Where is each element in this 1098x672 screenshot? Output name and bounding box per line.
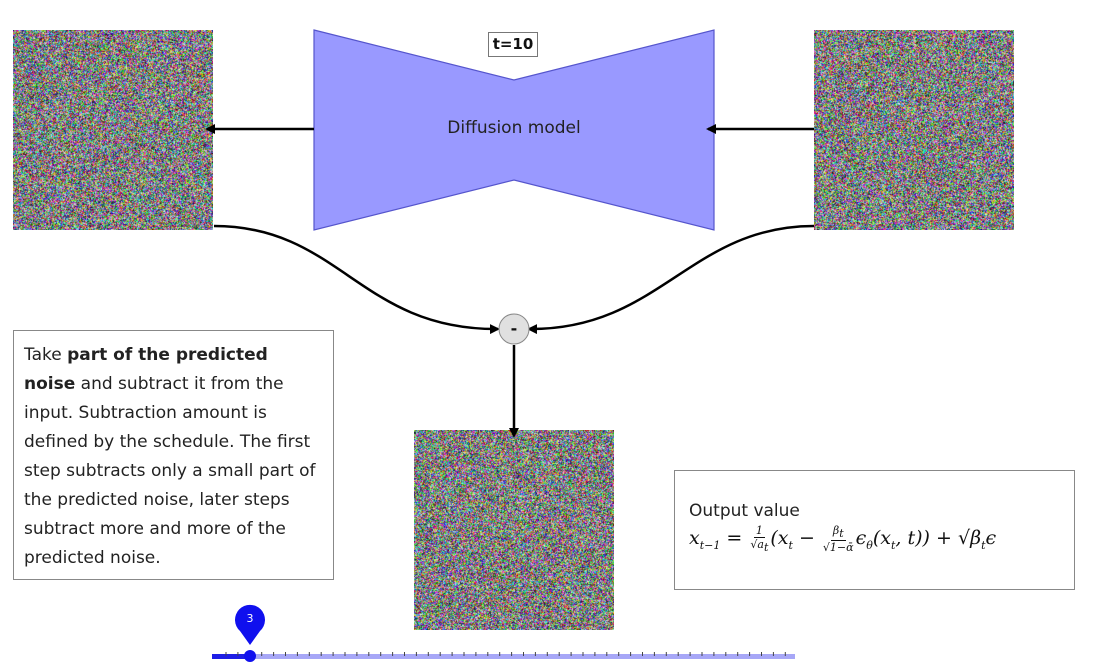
predicted-noise-image (13, 30, 213, 230)
output-title: Output value (689, 501, 800, 521)
timestep-slider-fill (212, 654, 250, 659)
slider-value-label: 3 (246, 612, 254, 625)
timestep-slider-ticks (225, 652, 786, 656)
timestep-slider-track[interactable] (212, 654, 795, 659)
output-formula-box: Output value xt−1 = 1√at (xt − βt√1−ᾱ ϵθ… (674, 470, 1075, 590)
output-image (414, 430, 614, 630)
explanation-prefix: Take (24, 345, 68, 365)
output-formula: xt−1 = 1√at (xt − βt√1−ᾱ ϵθ(xt, t)) + √β… (689, 524, 997, 555)
curve-right-to-subtract (527, 224, 815, 335)
explanation-bold: part of the predicted noise (24, 345, 268, 394)
subtract-symbol: - (511, 319, 518, 338)
explanation-box: Take part of the predicted noise and sub… (13, 330, 334, 580)
explanation-suffix: and subtract it from the input. Subtract… (24, 374, 316, 568)
input-noisy-image (814, 30, 1014, 230)
subtract-node (498, 313, 530, 345)
curve-left-to-subtract (213, 224, 500, 335)
timestep-badge: t=10 (488, 32, 538, 57)
slider-value-pin-icon (235, 604, 265, 645)
model-label: Diffusion model (447, 118, 581, 138)
timestep-slider-handle[interactable] (244, 650, 256, 662)
diffusion-model-shape (313, 29, 715, 231)
